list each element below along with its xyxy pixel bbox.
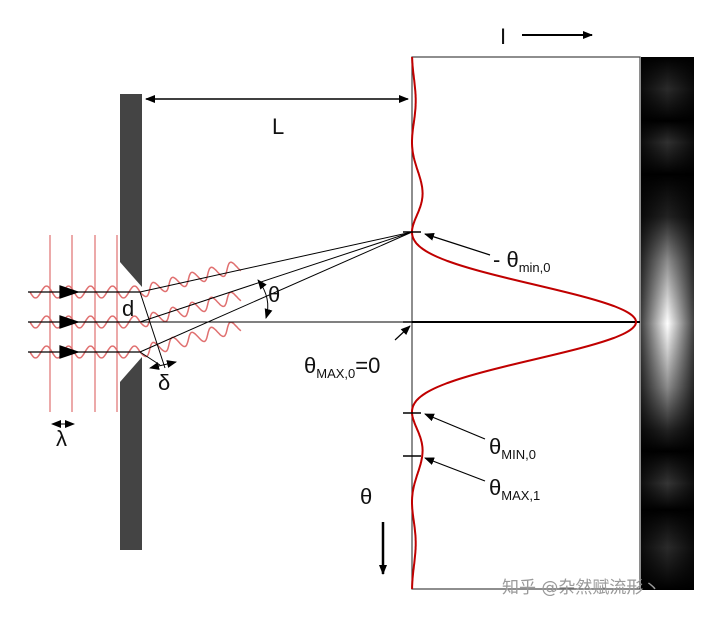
angle-arc — [257, 279, 273, 319]
fringe-pattern — [641, 57, 694, 590]
theta-min0-label: - θmin,0 — [493, 247, 550, 275]
theta-max0-label: θMAX,0=0 — [304, 353, 380, 381]
path-difference-label: δ — [158, 370, 170, 395]
angle-label: θ — [268, 282, 280, 307]
intensity-axis-label: I — [500, 24, 506, 49]
incident-rays — [28, 285, 140, 359]
slit-width-label: d — [122, 296, 134, 321]
slit-barrier — [120, 94, 142, 550]
screen-ticks — [403, 231, 421, 457]
wavelength-label: λ — [56, 426, 67, 451]
distance-label: L — [272, 114, 284, 139]
theta-MAX1-label: θMAX,1 — [489, 475, 540, 503]
watermark: 知乎 @杂然赋流形丶 — [502, 578, 660, 598]
incident-wavefronts — [49, 235, 118, 412]
path-difference-marker — [149, 360, 177, 370]
theta-axis-label: θ — [360, 484, 372, 509]
diffracted-rays — [139, 231, 413, 369]
annotation-arrows — [394, 232, 491, 482]
diffracted-wave — [139, 261, 242, 298]
intensity-curve — [411, 57, 638, 590]
diffracted-wave — [139, 291, 242, 328]
diffracted-wave — [139, 321, 242, 358]
theta-MIN0-label: θMIN,0 — [489, 434, 536, 462]
diffracted-waves — [139, 261, 242, 358]
